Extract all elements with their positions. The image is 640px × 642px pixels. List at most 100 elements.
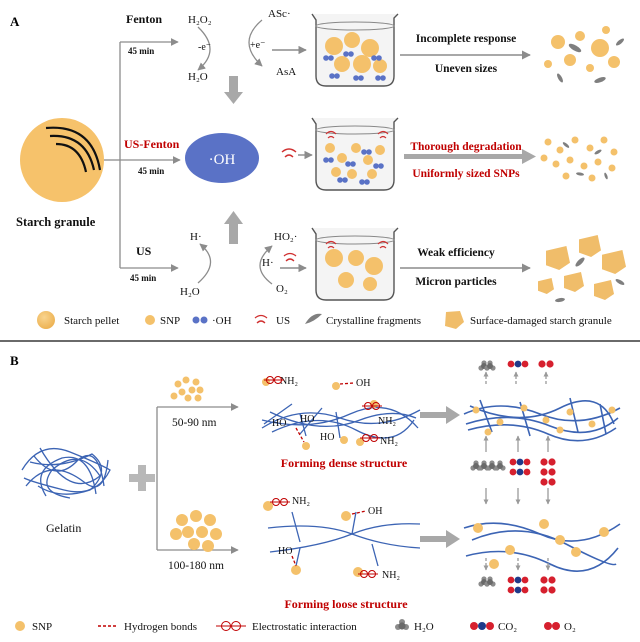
snp-small xyxy=(188,386,196,394)
us-wave xyxy=(377,130,389,135)
o2-molecule xyxy=(540,478,548,486)
pellet xyxy=(351,143,361,153)
legend-electro-label: Electrostatic interaction xyxy=(252,621,357,633)
snp xyxy=(263,501,273,511)
particle xyxy=(556,146,564,154)
legend-h2o-icon xyxy=(395,619,409,630)
curved-arrow-us-right xyxy=(259,245,273,285)
loose-nh2-2: NH₂ xyxy=(382,570,400,581)
snp-large xyxy=(190,510,202,522)
particle xyxy=(594,158,602,166)
starch-granule-icon xyxy=(20,118,104,202)
legend-damaged-label: Surface-damaged starch granule xyxy=(470,315,612,327)
snp-small xyxy=(194,394,202,402)
oh-dot xyxy=(361,149,367,155)
snp xyxy=(340,436,348,444)
particle xyxy=(610,148,618,156)
oh-dot xyxy=(329,73,335,79)
dense-ho-2: HO xyxy=(300,414,314,425)
branch-lines xyxy=(104,38,181,272)
damaged-granule xyxy=(594,280,614,300)
pellet xyxy=(347,169,357,179)
result-3-line2: Micron particles xyxy=(415,276,497,288)
panel-a-label: A xyxy=(10,14,20,29)
legend-damaged-icon xyxy=(445,311,464,329)
co2-molecule xyxy=(507,576,515,584)
pellet xyxy=(338,272,354,288)
oh-dot xyxy=(345,161,351,167)
route-usfenton-label: US-Fenton xyxy=(124,137,180,151)
legend-oh-label: ·OH xyxy=(212,315,232,327)
h2o-top-text: H₂O xyxy=(188,71,208,83)
dense-oh-1: OH xyxy=(356,378,370,389)
legend-pellet-label: Starch pellet xyxy=(64,315,119,327)
hydrogen-bond xyxy=(339,382,355,385)
pellet xyxy=(367,169,377,179)
asa-text: AsA xyxy=(276,66,296,78)
snp xyxy=(291,565,301,575)
curved-arrow-us-left xyxy=(197,243,212,284)
asc-text: ASc· xyxy=(268,8,291,20)
film-snp xyxy=(555,535,565,545)
snp xyxy=(341,511,351,521)
gas-molecules xyxy=(470,360,556,594)
snp-small xyxy=(182,376,190,384)
legend-snp-icon xyxy=(145,315,155,325)
film-chain xyxy=(479,397,607,437)
loose-oh-1: OH xyxy=(368,506,382,517)
pellet xyxy=(373,59,387,73)
loose-nh2-1: NH₂ xyxy=(292,496,310,507)
result-3-line1: Weak efficiency xyxy=(417,247,495,259)
route-us-label: US xyxy=(136,244,152,258)
arrow-up-to-oh xyxy=(224,211,243,244)
snp-large xyxy=(196,526,208,538)
snp-small xyxy=(192,378,200,386)
legend-pellet-icon xyxy=(37,311,55,329)
crystal-fragment xyxy=(615,38,625,46)
plus-icon xyxy=(129,465,155,491)
film-snp xyxy=(496,418,504,426)
branch-lines-b xyxy=(156,403,239,554)
pellet xyxy=(375,145,385,155)
o2-molecule xyxy=(540,576,548,584)
particle xyxy=(575,31,585,41)
legend-oh-icon xyxy=(192,316,200,324)
co2-molecule xyxy=(507,586,515,594)
damaged-granule xyxy=(602,250,626,274)
oh-dot xyxy=(343,51,349,57)
result-2-line2: Uniformly sized SNPs xyxy=(412,168,520,180)
dense-ho-1: HO xyxy=(272,418,286,429)
particle xyxy=(602,26,610,34)
arrow-down-to-oh xyxy=(224,76,243,104)
snp xyxy=(302,442,310,450)
legend-h2o-label: H₂O xyxy=(414,621,434,633)
film-snp xyxy=(520,404,528,412)
route-us-time: 45 min xyxy=(130,273,156,283)
o2-text: O₂ xyxy=(276,283,288,295)
h2o2-text: H₂O₂ xyxy=(188,14,212,26)
pellet xyxy=(337,153,347,163)
film-structures xyxy=(463,397,621,572)
size-large-label: 100-180 nm xyxy=(168,560,224,572)
ho2-text: HO₂· xyxy=(274,231,297,243)
particle xyxy=(600,136,608,144)
o2-molecule xyxy=(538,360,546,368)
legend-co2-label: CO₂ xyxy=(498,621,517,633)
damaged-granule xyxy=(564,272,584,292)
pellet xyxy=(331,167,341,177)
film-loose xyxy=(463,519,621,572)
us-wave-icon xyxy=(281,148,297,158)
result-1-line1: Incomplete response xyxy=(416,33,516,45)
crystal-fragment xyxy=(562,142,570,148)
dense-structure: NH₂ OH HO HO HO NH₂ NH₂ xyxy=(261,376,421,447)
particle xyxy=(552,160,560,168)
o2-molecule xyxy=(540,468,548,476)
snp-large xyxy=(210,528,222,540)
curved-arrow-fenton-right xyxy=(248,19,263,67)
legend-hbond-label: Hydrogen bonds xyxy=(124,621,197,633)
particle xyxy=(566,156,574,164)
crystal-fragment xyxy=(604,172,608,180)
oh-dot xyxy=(323,157,329,163)
route-usfenton-time: 45 min xyxy=(138,166,164,176)
film-snp xyxy=(608,406,616,414)
